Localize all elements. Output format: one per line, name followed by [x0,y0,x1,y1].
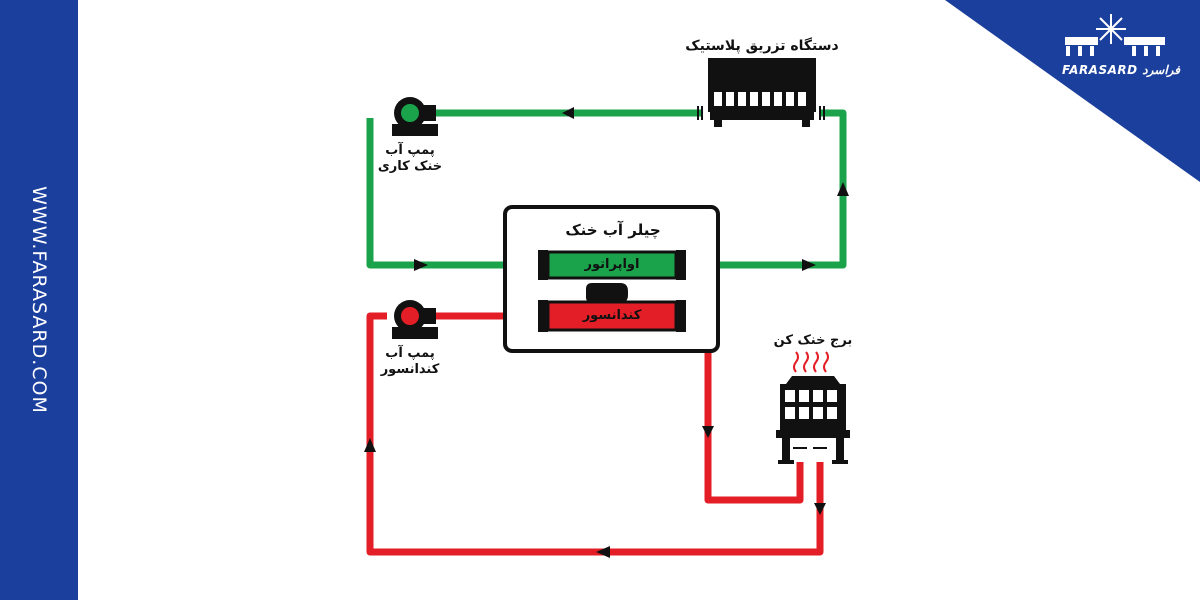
chiller-label: چیلر آب خنک [565,221,661,239]
condenser-label: کندانسور [582,308,642,323]
injection-machine-label: دستگاه تزریق پلاستیک [685,38,839,54]
condenser-unit [538,300,686,332]
cooling-tower-label: برج خنک کن [773,333,853,348]
condenser-pump-label-line1: پمپ آب [385,346,435,361]
brand-logo-text: FARASARD فراسرد [1062,63,1180,77]
evaporator-unit [538,250,686,280]
snowflake-icon [1096,14,1126,44]
evaporator-label: اواپراتور [584,257,640,272]
brand-name-persian: فراسرد [1142,63,1181,77]
pump-icon [392,97,438,136]
cooling-tower-icon [776,351,850,464]
logo-gear-band [1065,37,1165,56]
flow-arrow-icon [364,107,849,558]
chilled-pump-label-line1: پمپ آب [385,143,435,158]
compressor-icon [586,283,628,303]
chilled-pump-label-line2: خنک کاری [377,159,443,174]
injection-machine-icon [708,58,816,127]
left-sidebar-band: WWW.FARASARD.COM [0,0,78,600]
brand-name-latin: FARASARD [1062,63,1138,77]
condenser-pump-label-line2: کندانسور [380,362,440,377]
pump-icon [392,300,438,339]
